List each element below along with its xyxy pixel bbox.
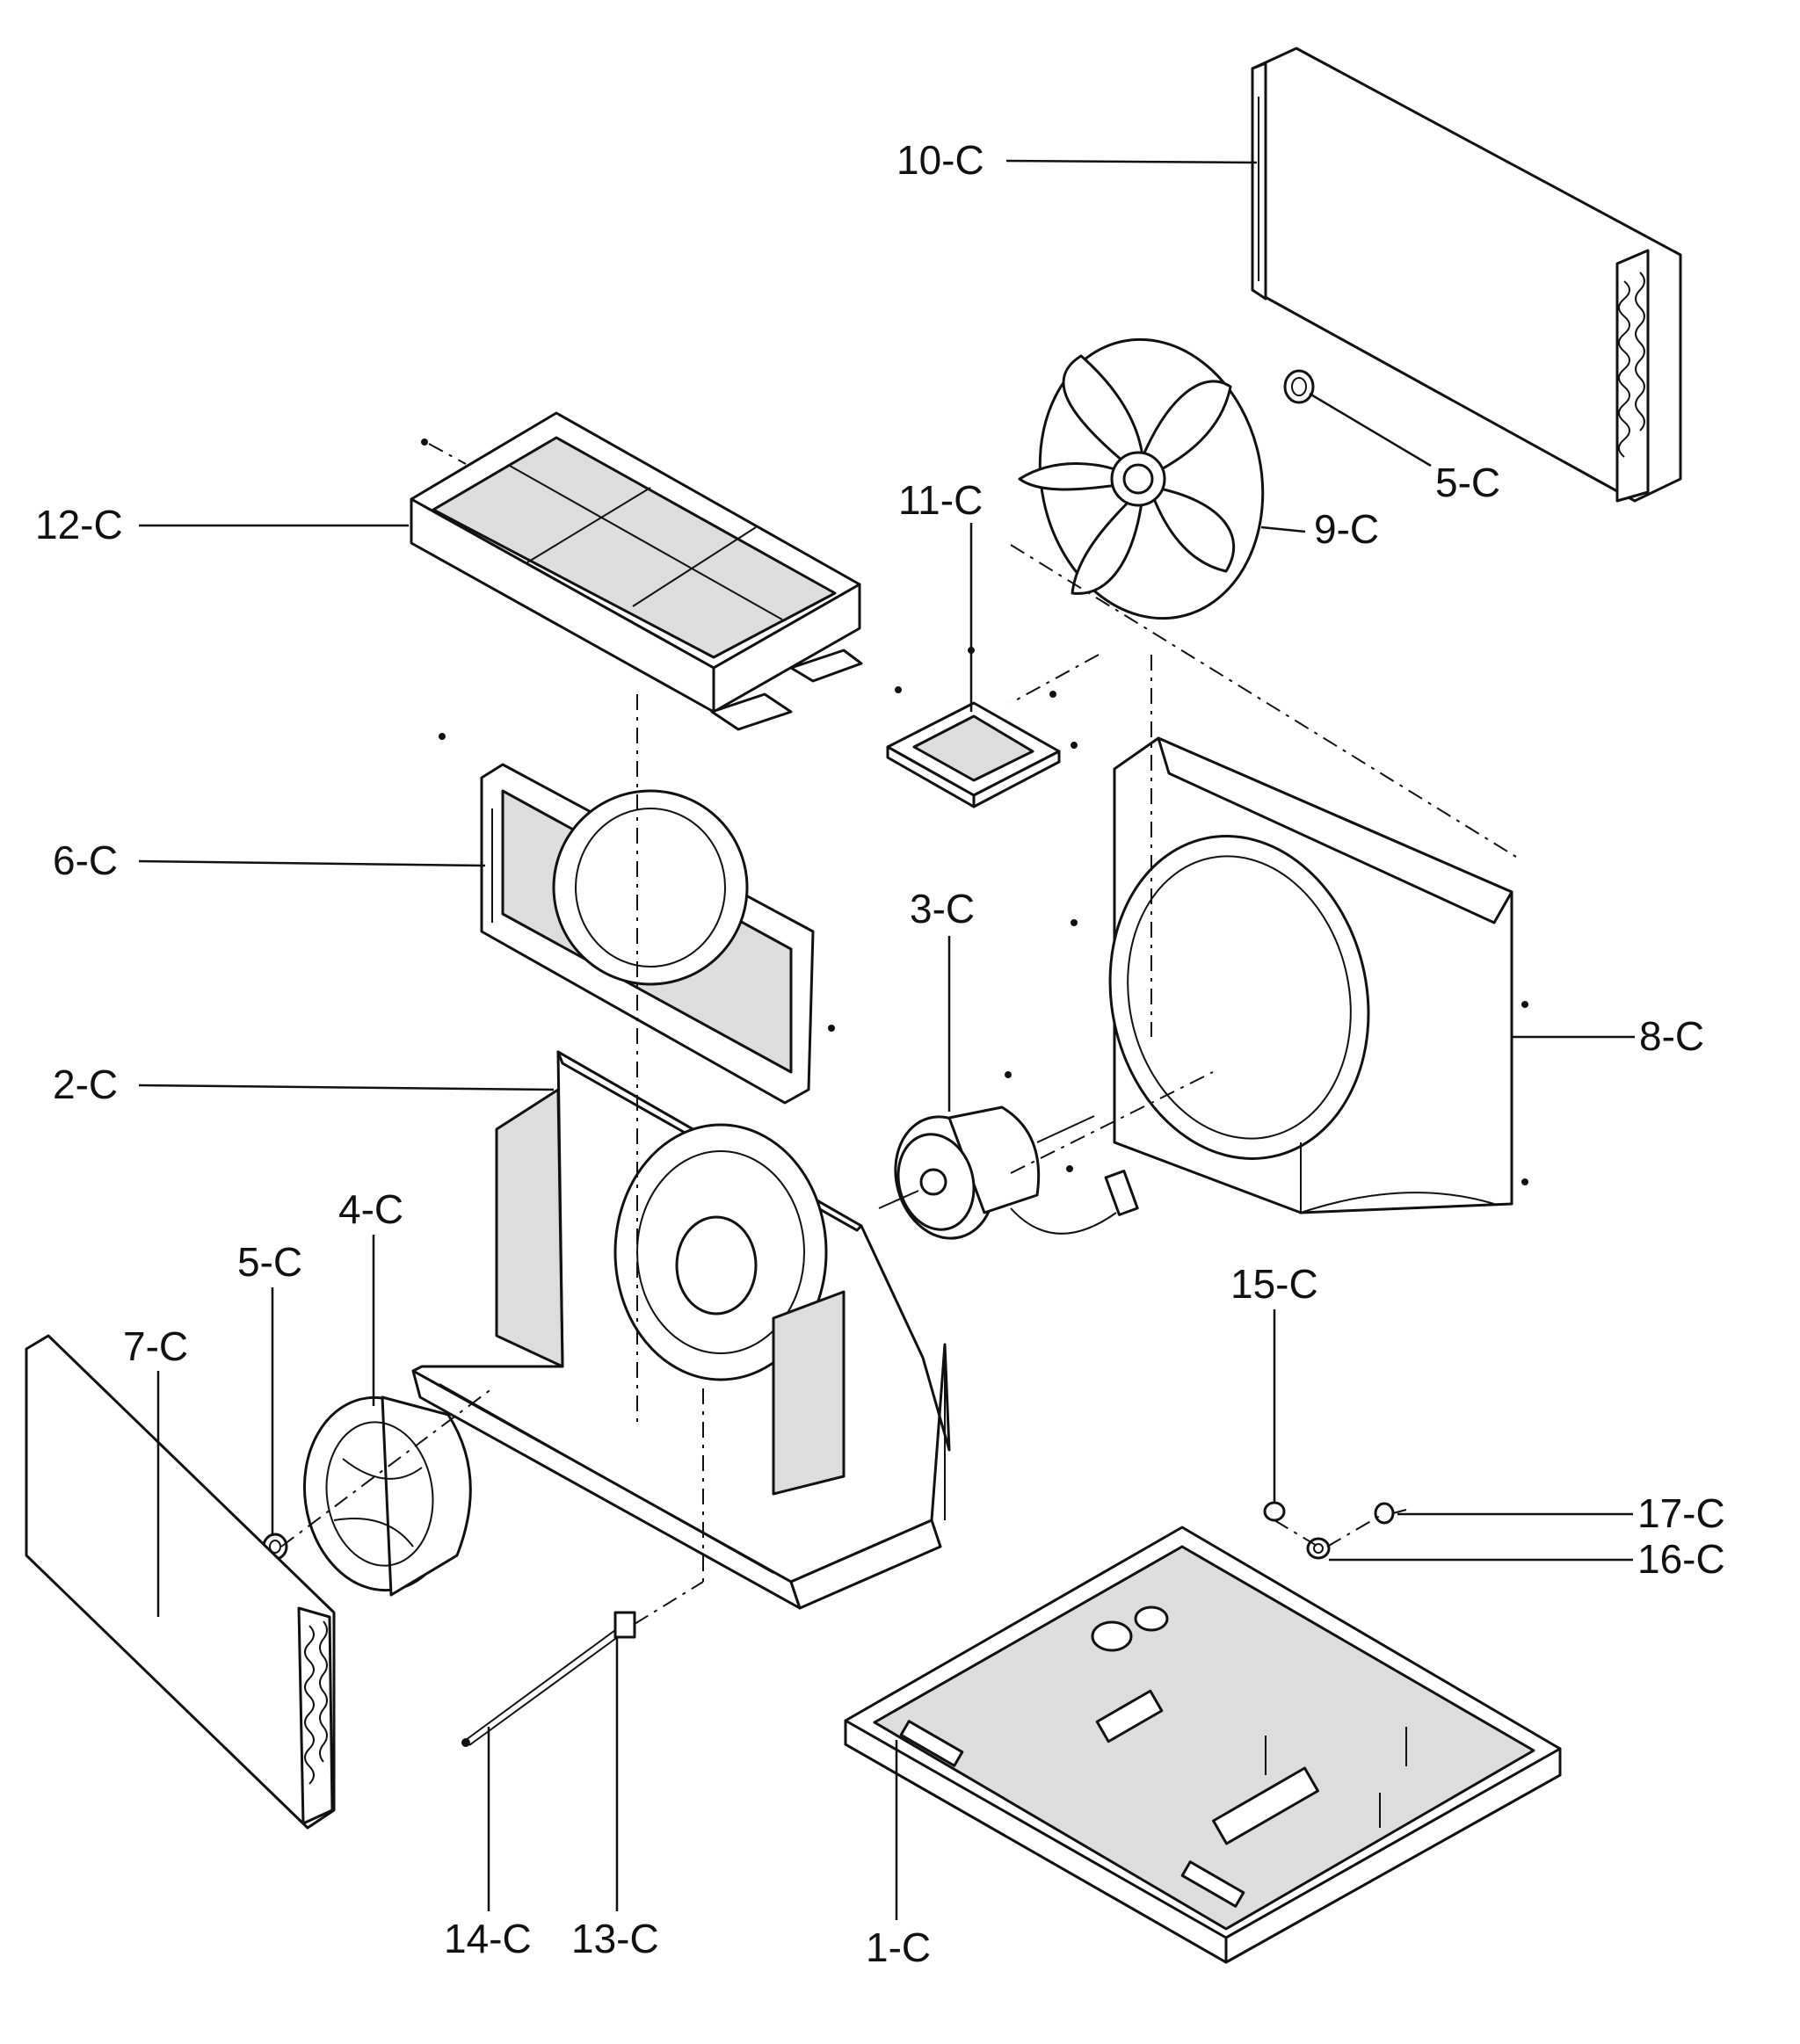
condenser-coil-10c	[1251, 47, 1682, 503]
fastener-15c	[1263, 1501, 1286, 1522]
screw-17c	[1374, 1502, 1407, 1525]
partition-6c	[480, 763, 815, 1105]
callout-13c: 13-C	[571, 1916, 659, 1961]
base-pan-1c	[844, 1526, 1562, 1964]
callout-4c: 4-C	[338, 1186, 403, 1232]
callout-6c: 6-C	[53, 837, 118, 883]
housing-12c	[410, 411, 863, 731]
blower-wheel-4c	[302, 1395, 472, 1597]
clip-5c-upper	[1283, 369, 1315, 404]
callout-5c-lower: 5-C	[237, 1239, 302, 1285]
callout-9c: 9-C	[1314, 506, 1379, 552]
screws	[421, 439, 1528, 1185]
thermistor-13c-14c	[461, 1611, 636, 1747]
callout-7c: 7-C	[123, 1323, 188, 1369]
shroud-8c	[1108, 736, 1513, 1214]
base-shell-2c	[411, 1050, 951, 1610]
callout-14c: 14-C	[444, 1916, 532, 1961]
callout-2c: 2-C	[53, 1062, 118, 1107]
callout-17c: 17-C	[1637, 1490, 1725, 1536]
callout-15c: 15-C	[1230, 1261, 1318, 1307]
motor-3c	[878, 1105, 1139, 1240]
callout-3c: 3-C	[910, 886, 975, 931]
leader-lines	[138, 159, 1635, 1920]
callout-16c: 16-C	[1637, 1536, 1725, 1582]
callout-5c-upper: 5-C	[1435, 460, 1500, 505]
fan-blade-9c	[1018, 337, 1265, 620]
assembly-lines	[280, 443, 1517, 1625]
callout-8c: 8-C	[1639, 1013, 1704, 1059]
bracket-11c	[886, 701, 1061, 808]
evaporator-coil-7c	[25, 1334, 336, 1830]
callout-12c: 12-C	[35, 502, 123, 547]
callout-11c: 11-C	[898, 477, 983, 523]
callout-labels: 10-C 5-C 11-C 9-C 12-C 6-C 3-C 8-C 2-C 4…	[35, 137, 1725, 1970]
callout-10c: 10-C	[896, 137, 984, 183]
callout-1c: 1-C	[866, 1924, 931, 1970]
